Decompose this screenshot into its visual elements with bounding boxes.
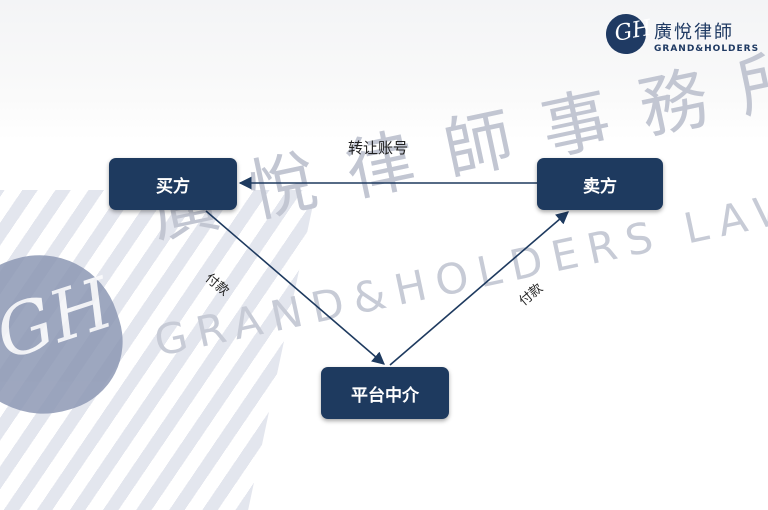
logo-english-name: GRAND&HOLDERS <box>654 44 760 54</box>
logo-chinese-name: 廣悅律師 <box>654 22 734 43</box>
label-transfer-account: 转让账号 <box>348 139 409 157</box>
brand-logo: GH 廣悅律師 GRAND&HOLDERS <box>602 10 768 58</box>
arrow-platform-to-seller <box>389 211 569 366</box>
node-platform: 平台中介 <box>321 367 449 419</box>
node-seller: 卖方 <box>537 158 663 210</box>
node-buyer: 买方 <box>109 158 237 210</box>
arrow-buyer-to-platform <box>205 210 385 365</box>
